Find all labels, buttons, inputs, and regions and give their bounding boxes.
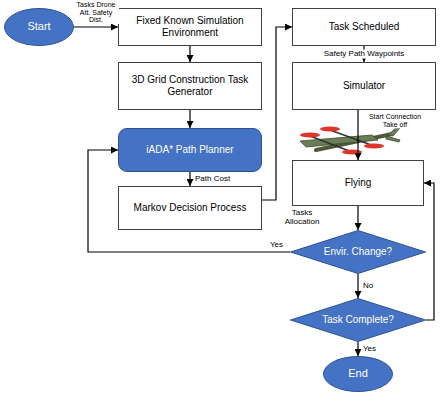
edge-label: Start Connection Take off [362,113,428,128]
flow-arrow [74,26,118,27]
flow-arrow [189,46,190,62]
node-text: End [342,367,374,380]
flow-arrow [262,27,292,200]
decision-diamond: Envir. Change? [290,230,426,274]
process-box: Flying [292,160,424,206]
flow-arrow [357,206,358,230]
node-text: Task Complete? [316,314,400,326]
node-text: Task Scheduled [323,21,406,33]
planner-box: iADA* Path Planner [118,128,262,172]
process-box: Task Scheduled [292,8,436,46]
node-text: Fixed Known Simulation Environment [119,15,261,39]
end-terminal: End [323,356,393,392]
process-box: 3D Grid Construction Task Generator [118,62,262,110]
edge-label: Tasks Allocation [280,209,324,227]
edge-label: Tasks Drone Att. Safety Dist. [73,1,119,24]
node-text: Markov Decision Process [128,202,253,214]
process-box: Fixed Known Simulation Environment [118,8,262,46]
drone-body [300,126,400,155]
node-text: iADA* Path Planner [140,144,239,156]
flow-arrow [189,110,190,128]
process-box: Simulator [292,62,436,110]
edge-label: No [362,282,374,291]
start-terminal: Start [4,8,74,46]
flow-arrow [189,172,190,186]
decision-diamond: Task Complete? [290,298,426,342]
node-text: Simulator [337,80,391,92]
process-box: Markov Decision Process [118,186,262,230]
edge-label: Yes [362,345,377,354]
flow-arrow [357,342,358,356]
node-text: Start [21,20,56,33]
node-text: Flying [339,177,378,189]
flow-arrow [357,110,358,160]
node-text: 3D Grid Construction Task Generator [119,74,261,98]
edge-label: Yes [269,241,284,250]
flow-arrow [357,274,358,298]
edge-label: Safety Path Waypoints [323,50,406,59]
edge-label: Path Cost [194,175,231,184]
node-text: Envir. Change? [318,246,398,258]
